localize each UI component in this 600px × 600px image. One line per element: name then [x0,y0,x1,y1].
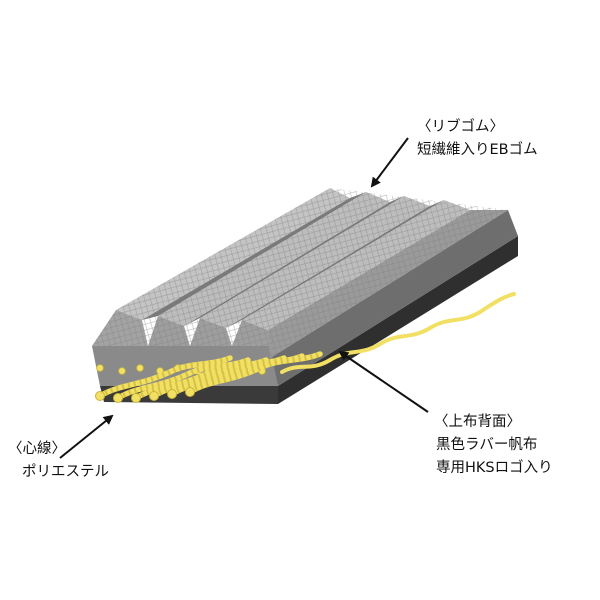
cord-strand-end [113,393,123,403]
rib-texture [92,188,508,358]
label-top-canvas: 〈上布背面〉 黒色ラバー帆布 専用HKSロゴ入り [434,413,553,476]
cord-strand-twist [188,351,322,395]
top-canvas-wave [280,292,516,374]
cord-strand-twist [152,355,286,399]
cord-strand-twist [116,357,250,401]
base-side-dark [278,236,518,404]
polyester-cord-bundle [95,351,323,403]
body-long-side [270,210,518,386]
cord-strand-twist [134,357,268,401]
label-rib-desc: 短繊維入りEBゴム [417,140,538,158]
cord-strand-end [167,389,177,399]
cord-strand-end [131,393,141,403]
cord-strand-twist [98,355,232,399]
arrow-cord [59,414,114,459]
label-cord-desc: ポリエステル [22,463,109,480]
rib-section [92,188,508,358]
label-top-desc: 黒色ラバー帆布 [436,436,537,453]
label-rib: 〈リブゴム〉 短繊維入りEBゴム [417,117,538,158]
cord-end-dot [136,364,144,372]
cord-strand-end [185,387,195,397]
label-cord: 〈心線〉 ポリエステル [8,440,109,480]
cord-strand-twist [170,353,304,397]
label-rib-title: 〈リブゴム〉 [417,117,504,135]
cord-end-dot [96,364,104,372]
label-cord-title: 〈心線〉 [8,440,66,457]
cord-strand-end [149,391,159,401]
arrow-rib [370,137,409,188]
cord-strand-end [95,391,105,401]
label-top-title: 〈上布背面〉 [434,413,521,430]
label-top-logo: 専用HKSロゴ入り [436,458,553,476]
cord-end-dot [118,367,126,375]
arrow-top-canvas [338,350,429,413]
